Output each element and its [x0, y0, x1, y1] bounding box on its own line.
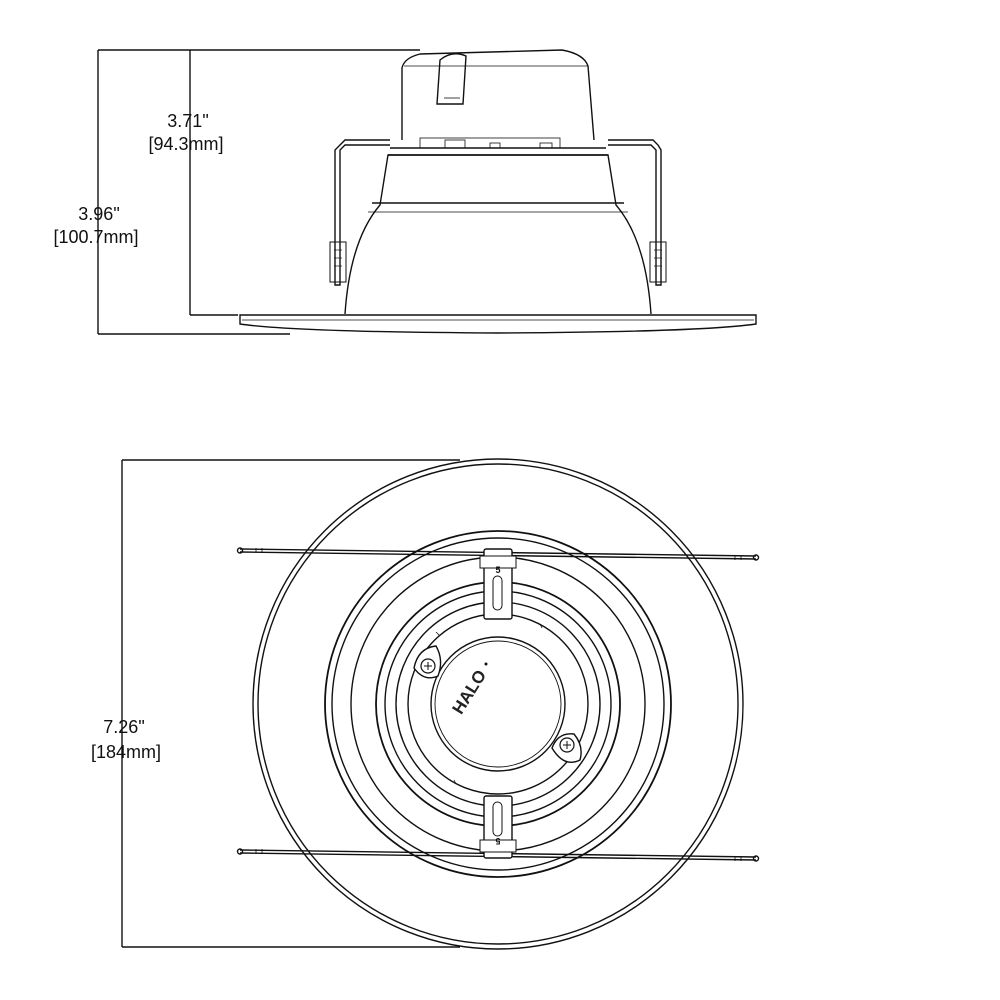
- diameter-mm: [184mm]: [91, 742, 161, 762]
- body-height-inches: 3.71": [167, 111, 208, 131]
- trim-rings: [252, 458, 744, 950]
- clip-top: [479, 548, 517, 620]
- side-view: [97, 49, 757, 335]
- right-bracket: [608, 139, 667, 286]
- body-height-mm: [94.3mm]: [148, 134, 223, 154]
- clip-bottom: [479, 795, 517, 859]
- overall-height-inches: 3.96": [78, 204, 119, 224]
- clip-top-label: 5: [495, 565, 500, 575]
- clip-bottom-label: 5: [495, 836, 500, 846]
- halo-logo: HALO: [449, 667, 491, 718]
- body-height-dimension: [189, 50, 238, 316]
- overall-height-mm: [100.7mm]: [53, 227, 138, 247]
- diameter-inches: 7.26": [103, 717, 144, 737]
- screw-lower-right: [551, 733, 582, 763]
- lens: [430, 636, 566, 772]
- screw-upper-left: [413, 645, 442, 679]
- left-bracket: [329, 139, 390, 286]
- trim-flange: [239, 314, 757, 334]
- reflector-body: [344, 147, 652, 315]
- top-view: [121, 458, 760, 950]
- driver-housing: [401, 49, 595, 149]
- diameter-dimension: [121, 459, 460, 948]
- overall-height-dimension: [97, 49, 420, 335]
